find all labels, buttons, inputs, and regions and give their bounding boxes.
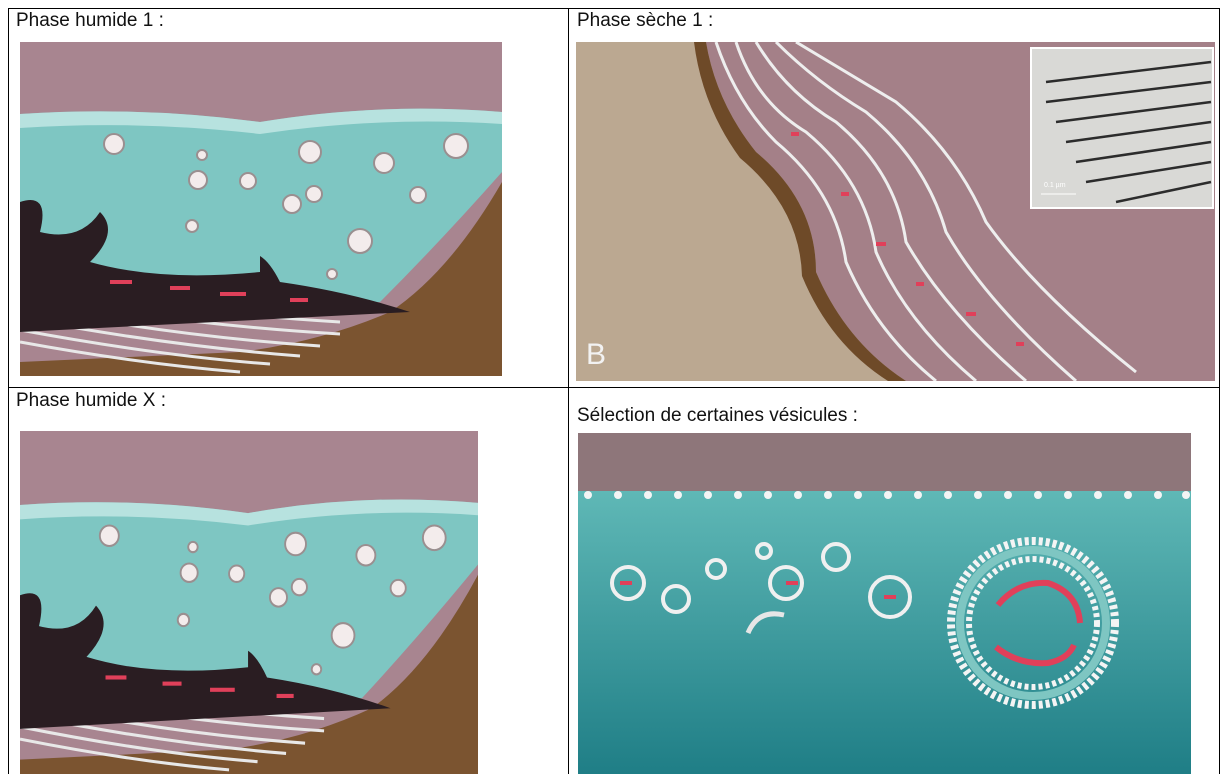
caption-dry-phase-1: Phase sèche 1 :	[577, 10, 713, 32]
wet-phase-drawing	[20, 42, 502, 376]
table-divider-middle	[8, 387, 1220, 388]
inset-scale-label: 0.1 µm	[1044, 182, 1066, 189]
panel-letter: B	[586, 338, 606, 372]
caption-vesicle-selection: Sélection de certaines vésicules :	[577, 405, 858, 427]
caption-wet-phase-1: Phase humide 1 :	[16, 10, 164, 32]
table-border-top	[8, 8, 1220, 9]
table-divider-center	[568, 8, 569, 774]
wet-phase-illustration	[20, 42, 502, 376]
wet-phase-x-illustration	[20, 431, 478, 774]
vesicle-illustration	[578, 433, 1191, 774]
table-border-right	[1219, 8, 1220, 774]
table-border-left	[8, 8, 9, 774]
wet-phase-x-drawing	[20, 431, 478, 774]
vesicle-drawing	[578, 433, 1191, 774]
dry-phase-illustration: 0.1 µm B	[576, 42, 1215, 381]
dry-phase-drawing	[576, 42, 1215, 381]
figure-table: Phase humide 1 :	[8, 8, 1227, 774]
caption-wet-phase-x: Phase humide X :	[16, 390, 166, 412]
